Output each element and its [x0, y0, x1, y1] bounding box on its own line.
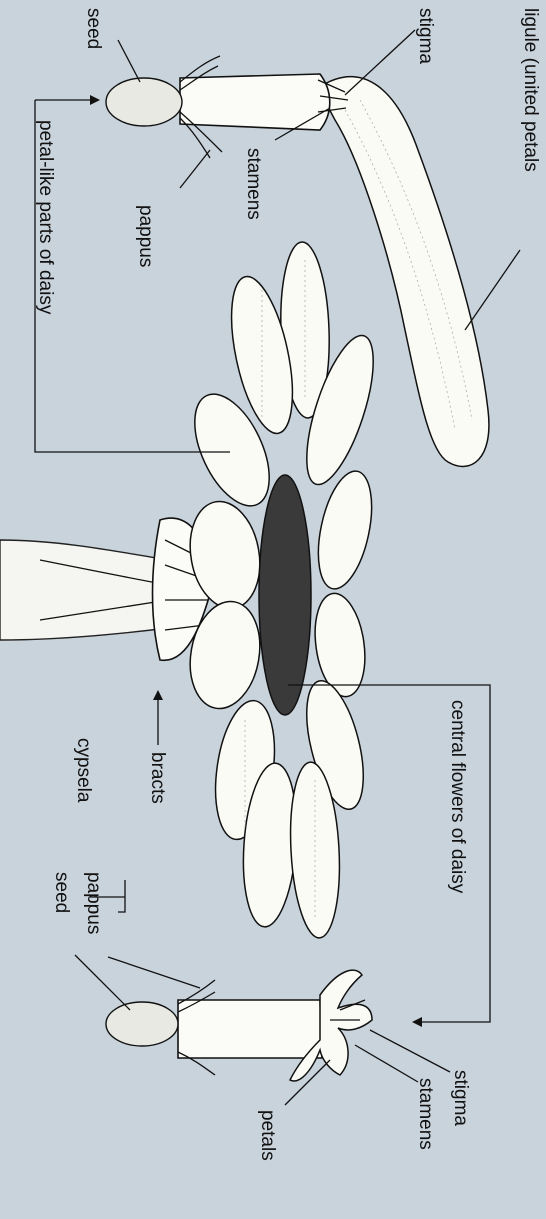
disc-floret [106, 970, 372, 1081]
label-bracts: bracts [147, 752, 168, 804]
label-pappus-top: pappus [135, 205, 156, 267]
label-stamens-bottom: stamens [415, 1078, 436, 1150]
label-stigma-bottom: stigma [450, 1070, 471, 1126]
label-ligule: ligule (united petals [520, 8, 541, 172]
central-disc [259, 475, 311, 715]
disc-floret-seed [106, 1002, 178, 1046]
label-seed-bottom: seed [51, 872, 72, 913]
daisy-stem [0, 540, 168, 640]
label-central-flowers: central flowers of daisy [447, 700, 468, 894]
ray-floret-seed [106, 78, 182, 126]
label-stigma-top: stigma [415, 8, 436, 64]
disc-floret-tube [178, 1000, 322, 1058]
label-petal-like-parts: petal-like parts of daisy [35, 120, 56, 315]
label-stamens-top: stamens [243, 148, 264, 220]
daisy-head [0, 241, 387, 939]
label-pappus-bottom: pappus [83, 872, 104, 934]
label-cypsela: cypsela [73, 738, 94, 803]
label-petals-bottom: petals [257, 1110, 278, 1161]
label-seed-top: seed [83, 8, 104, 49]
